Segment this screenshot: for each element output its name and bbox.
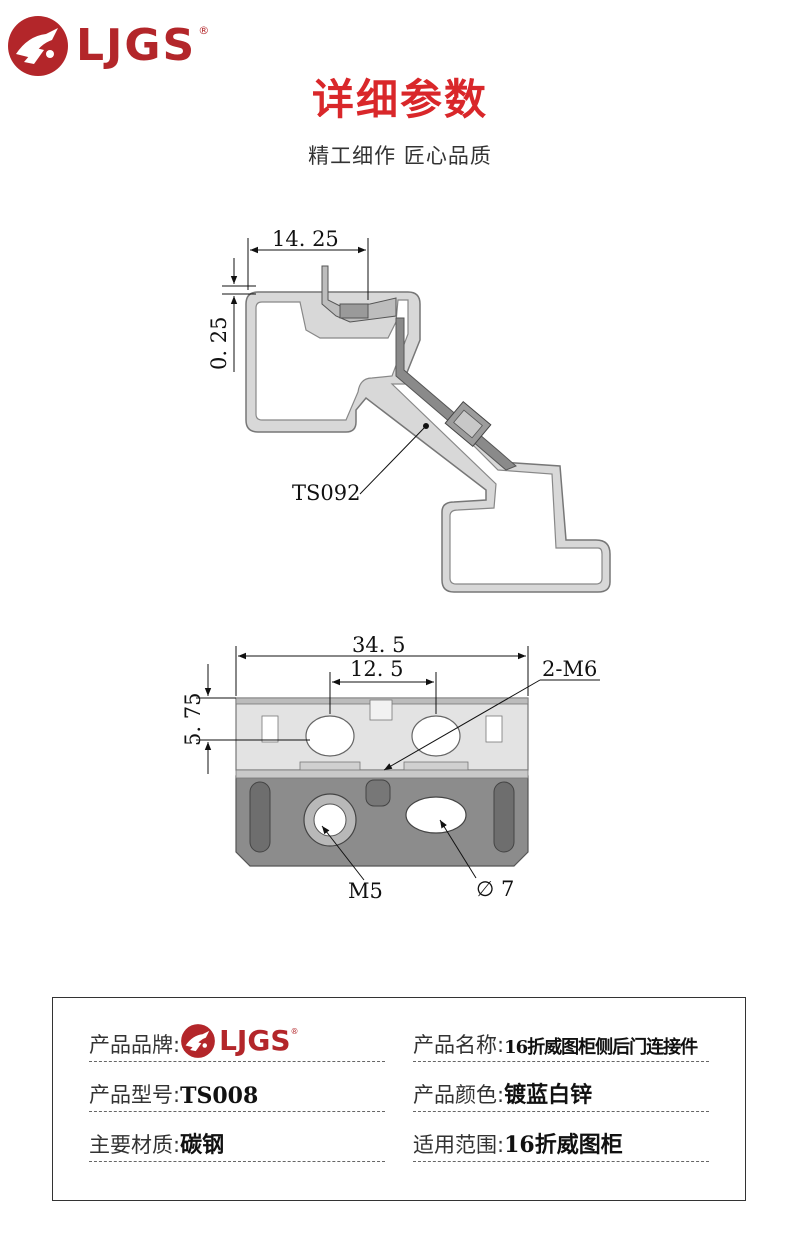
- spec-brand-label: 产品品牌:: [89, 1033, 181, 1057]
- page-subtitle: 精工细作 匠心品质: [308, 144, 492, 168]
- profile-clip-head: [339, 303, 369, 319]
- spec-color-value: 镀蓝白锌: [504, 1082, 593, 1108]
- profile-strip: [395, 317, 517, 471]
- dim-hole-spacing: 12. 5: [350, 657, 403, 681]
- spec-scope: 适用范围: 16折威图柜: [413, 1122, 709, 1162]
- spec-brand-logo: LJGS ®: [180, 1023, 299, 1059]
- front-view: 34. 5 12. 5 5. 75 2-M6 M5 ∅ 7: [181, 633, 600, 903]
- technical-drawing: 14. 25 0. 25 TS092: [181, 227, 611, 903]
- spec-color-label: 产品颜色:: [413, 1083, 505, 1107]
- spec-name-value: 16折威图柜侧后门连接件: [504, 1037, 698, 1058]
- brand-emblem-icon: [8, 16, 68, 76]
- dim-front-width: 34. 5: [352, 633, 405, 657]
- page-title: 详细参数: [311, 75, 488, 124]
- spec-table: 产品品牌: LJGS ® 产品名称: 16折威图柜侧后门连接件 产品型号: TS…: [52, 997, 746, 1201]
- profile-inner-top: [255, 299, 409, 421]
- spec-name-label: 产品名称:: [413, 1033, 505, 1057]
- dim-front-height: 5. 75: [181, 693, 205, 746]
- dim-top-gap: 0. 25: [207, 317, 231, 370]
- side-profile-view: 14. 25 0. 25 TS092: [207, 227, 611, 593]
- brand-emblem-icon: [181, 1024, 215, 1058]
- spec-color: 产品颜色: 镀蓝白锌: [413, 1072, 709, 1112]
- callout-2m6: 2-M6: [542, 657, 597, 681]
- spec-model: 产品型号: TS008: [89, 1072, 385, 1112]
- m6-hole-right: [411, 715, 461, 757]
- spec-material-label: 主要材质:: [89, 1133, 181, 1157]
- m6-hole-left: [305, 715, 355, 757]
- spec-material: 主要材质: 碳钢: [89, 1122, 385, 1162]
- spec-name: 产品名称: 16折威图柜侧后门连接件: [413, 1022, 709, 1062]
- brand-logo: LJGS ®: [6, 14, 209, 78]
- spec-brand-name: LJGS: [219, 1024, 291, 1057]
- spec-model-value: TS008: [180, 1083, 259, 1109]
- profile-bolt: [444, 401, 492, 447]
- callout-m5: M5: [348, 879, 383, 903]
- brand-name: LJGS: [76, 20, 197, 71]
- spec-scope-value: 16折威图柜: [504, 1132, 623, 1158]
- callout-d7: ∅ 7: [476, 877, 514, 901]
- spec-material-value: 碳钢: [180, 1132, 225, 1158]
- spec-scope-label: 适用范围:: [413, 1133, 505, 1157]
- dim-top-width: 14. 25: [272, 227, 339, 251]
- profile-inner-bottom: [390, 383, 603, 585]
- spec-model-label: 产品型号:: [89, 1083, 181, 1107]
- registered-mark: ®: [198, 23, 210, 37]
- spec-brand: 产品品牌: LJGS ®: [89, 1022, 385, 1062]
- d7-hole: [405, 796, 467, 834]
- part-label: TS092: [292, 481, 360, 505]
